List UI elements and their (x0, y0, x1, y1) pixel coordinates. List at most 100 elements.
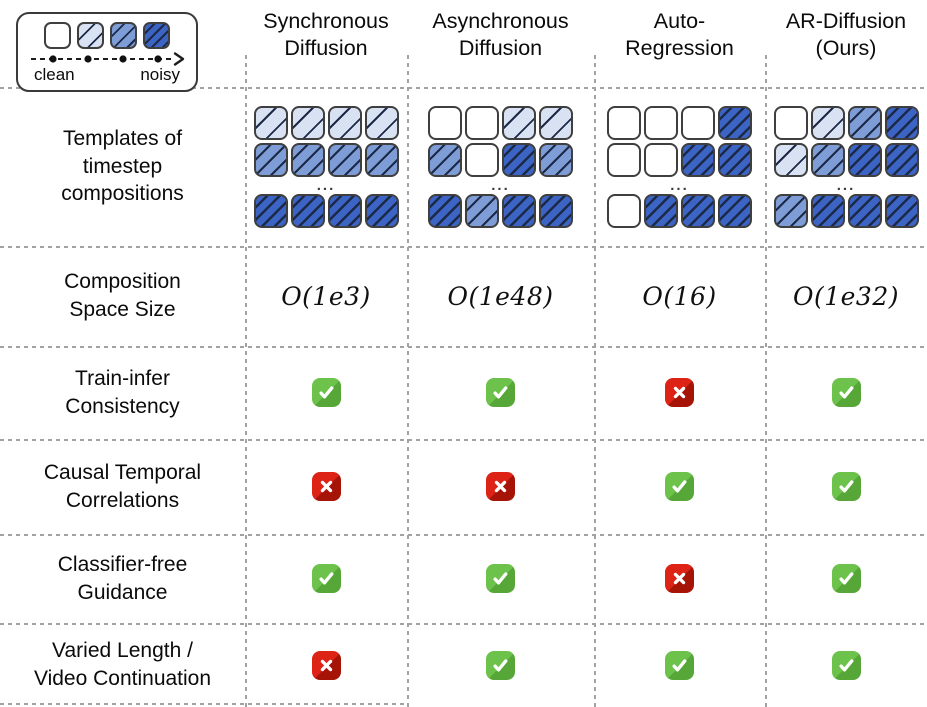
feature-cell (245, 346, 407, 439)
check-icon (486, 650, 515, 680)
timestep-square-level-0 (44, 22, 71, 49)
column-header-synchronous-diffusion: Synchronous Diffusion (263, 9, 389, 61)
row-label-train-infer: Train-infer Consistency (65, 366, 180, 418)
template-row (428, 142, 573, 177)
check-icon (831, 378, 861, 407)
row-divider (0, 346, 927, 348)
feature-cell (594, 534, 765, 623)
space-size-value: O(1e3) (281, 281, 371, 311)
space-size-value: O(1e32) (792, 281, 899, 311)
template-grid-ar-diffusion: ... (765, 87, 927, 246)
timestep-square-level-0 (607, 105, 641, 140)
timestep-square-level-0 (607, 142, 641, 177)
feature-cell (407, 439, 594, 534)
feature-cell (594, 439, 765, 534)
timestep-square-level-1 (502, 105, 536, 140)
template-row (773, 193, 919, 228)
ellipsis: ... (836, 176, 856, 194)
template-row (428, 193, 573, 228)
template-row (253, 105, 399, 140)
timestep-square-level-3 (718, 142, 752, 177)
row-divider (0, 87, 927, 89)
timestep-square-level-3 (502, 193, 536, 228)
space-size-value: O(16) (642, 281, 717, 311)
column-header-ar-diffusion-ours: AR-Diffusion (Ours) (785, 9, 907, 61)
row-divider (0, 534, 927, 536)
legend-clean-label: clean (34, 65, 75, 84)
cross-icon (311, 650, 341, 680)
check-icon (311, 378, 341, 407)
timestep-square-level-1 (77, 22, 104, 49)
space-size-value: O(1e48) (447, 281, 554, 311)
check-icon (831, 650, 861, 680)
row-label-varied-length: Varied Length / Video Continuation (33, 639, 212, 690)
timestep-square-level-2 (539, 142, 573, 177)
timestep-square-level-1 (290, 105, 325, 140)
timestep-square-level-2 (364, 142, 399, 177)
feature-cell (765, 623, 927, 707)
timestep-square-level-3 (718, 193, 752, 228)
cross-icon (486, 472, 515, 501)
template-grid-autoregression: ... (594, 87, 765, 246)
template-row (773, 105, 919, 140)
legend-labels: clean noisy (28, 65, 186, 85)
timestep-square-level-2 (773, 193, 808, 228)
row-divider (0, 439, 927, 441)
timestep-square-level-1 (773, 142, 808, 177)
timestep-square-level-1 (327, 105, 362, 140)
check-icon (311, 564, 341, 593)
timestep-square-level-2 (327, 142, 362, 177)
template-row (607, 142, 752, 177)
timestep-square-level-3 (681, 193, 715, 228)
timestep-square-level-3 (847, 193, 882, 228)
template-row (607, 193, 752, 228)
timestep-square-level-3 (884, 142, 919, 177)
timestep-square-level-0 (644, 105, 678, 140)
template-grid-synchronous: ... (245, 87, 407, 246)
template-row (253, 193, 399, 228)
feature-cell (407, 534, 594, 623)
column-divider (765, 55, 767, 707)
check-icon (486, 378, 515, 407)
noise-level-legend: clean noisy (16, 12, 198, 92)
timestep-square-level-3 (847, 142, 882, 177)
timestep-square-level-2 (847, 105, 882, 140)
timestep-square-level-1 (364, 105, 399, 140)
column-divider (245, 55, 247, 707)
feature-cell (245, 534, 407, 623)
timestep-square-level-3 (364, 193, 399, 228)
check-icon (831, 564, 861, 593)
timestep-square-level-2 (110, 22, 137, 49)
check-icon (665, 650, 694, 680)
timestep-square-level-3 (428, 193, 462, 228)
timestep-square-level-3 (884, 105, 919, 140)
feature-cell (245, 439, 407, 534)
row-label-templates: Templates of timestep compositions (61, 126, 184, 206)
timestep-square-level-0 (607, 193, 641, 228)
row-divider (0, 623, 927, 625)
row-label-classifier-free: Classifier-free Guidance (57, 552, 188, 604)
timestep-square-level-2 (428, 142, 462, 177)
timestep-square-level-3 (681, 142, 715, 177)
timestep-square-level-3 (290, 193, 325, 228)
timestep-square-level-2 (253, 142, 288, 177)
cross-icon (665, 564, 694, 593)
row-divider (0, 246, 927, 248)
ellipsis: ... (316, 176, 336, 194)
ellipsis: ... (670, 176, 689, 194)
cross-icon (665, 378, 694, 407)
ellipsis: ... (491, 176, 510, 194)
timestep-square-level-2 (290, 142, 325, 177)
row-label-space-size: Composition Space Size (64, 270, 181, 321)
column-header-auto-regression: Auto- Regression (625, 9, 734, 61)
timestep-square-level-3 (253, 193, 288, 228)
feature-cell (407, 623, 594, 707)
template-row (428, 105, 573, 140)
timestep-square-level-0 (428, 105, 462, 140)
check-icon (665, 472, 694, 501)
feature-cell (765, 346, 927, 439)
timestep-square-level-3 (644, 193, 678, 228)
cross-icon (311, 472, 341, 501)
template-row (773, 142, 919, 177)
